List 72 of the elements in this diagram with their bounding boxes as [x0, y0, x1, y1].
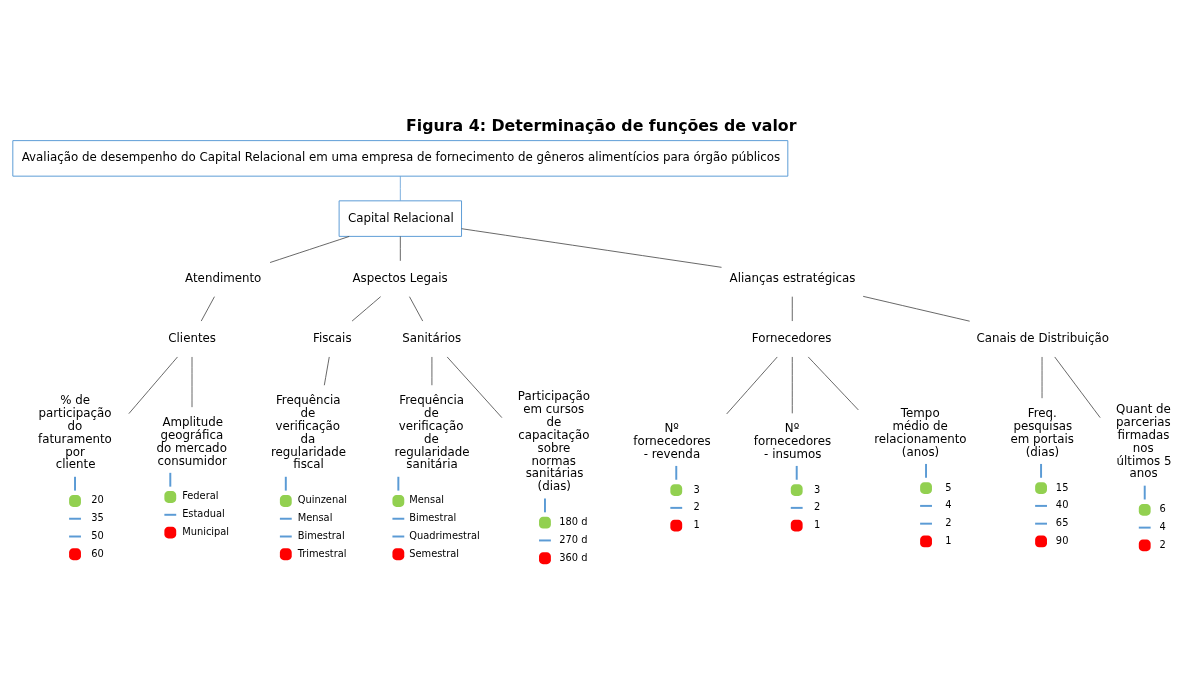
diagram-title: Figura 4: Determinação de funções de valor [406, 115, 797, 135]
node-text: Fiscais [312, 330, 352, 345]
node-label: 20 [91, 493, 104, 505]
connector [351, 295, 381, 321]
node-label: Frequência de verificação de regularidade sanitária [394, 392, 470, 471]
connector [862, 295, 971, 322]
node-label: 360 d [559, 551, 588, 563]
connector [269, 235, 350, 263]
connector [323, 356, 330, 386]
node-label: 65 [1055, 516, 1069, 528]
node-label: Bimestral [297, 529, 345, 541]
node-label: Nº fornecedores - insumos [753, 420, 832, 461]
node-label: 40 [1055, 498, 1069, 510]
connector [409, 295, 424, 321]
node-text: Canais de Distribuição [976, 330, 1110, 345]
node-label: 2 [813, 500, 821, 512]
node-label: Federal [182, 489, 219, 501]
connector [726, 356, 778, 414]
node-label: Freq. pesquisas em portais (dias) [1010, 405, 1074, 459]
node-box: Capital Relacional [338, 199, 463, 237]
node-label: % de participação do faturamento por cliente [38, 392, 112, 471]
connector [200, 295, 215, 321]
node-text: Sanitários [402, 330, 462, 345]
node-label: Mensal [297, 511, 333, 523]
node-label: 3 [813, 483, 821, 495]
node-label: Municipal [182, 525, 230, 537]
connector [1054, 356, 1101, 418]
node-label: 90 [1055, 534, 1069, 546]
connector [446, 356, 503, 418]
connector [128, 356, 178, 414]
node-label: 35 [91, 511, 104, 523]
node-label: 4 [945, 498, 952, 510]
node-label: 5 [945, 481, 952, 493]
node-label: 180 d [559, 515, 588, 527]
node-label: 1 [693, 518, 700, 530]
node-label: Frequência de verificação da regularidade fiscal [271, 392, 347, 471]
node-text: Fornecedores [751, 330, 832, 345]
node-label: 1 [945, 534, 952, 546]
node-text: Clientes [168, 330, 217, 345]
node-label: Estadual [182, 507, 225, 519]
node-text: Atendimento [185, 270, 262, 285]
node-label: Bimestral [409, 511, 457, 523]
node-label: 2 [1159, 538, 1166, 550]
node-label: 15 [1055, 481, 1069, 493]
connector [399, 175, 401, 201]
node-label: 50 [91, 529, 104, 541]
node-label: Mensal [409, 493, 444, 505]
node-label: 2 [693, 500, 700, 512]
node-label: 270 d [559, 533, 588, 545]
node-label: 1 [813, 518, 821, 530]
node-text: Alianças estratégicas [729, 270, 856, 285]
connector [399, 235, 401, 261]
node-label: 2 [945, 516, 952, 528]
node-label: 3 [693, 483, 700, 495]
node-label: Amplitude geográfica do mercado consumidor [156, 414, 227, 468]
node-label: Nº fornecedores - revenda [633, 420, 711, 461]
connector [807, 356, 859, 410]
node-label: Tempo médio de relacionamento (anos) [874, 405, 967, 459]
node-label: 6 [1159, 502, 1166, 514]
node-box: Avaliação de desempenho do Capital Relacional em uma empresa de fornecimento de gêneros alimentícios para órgão públicos [12, 139, 789, 177]
node-label: Trimestral [297, 547, 347, 559]
node-label: Semestral [409, 547, 460, 559]
connector [791, 295, 793, 321]
node-label: 4 [1159, 520, 1166, 532]
node-label: Quant de parcerias firmadas nos últimos 5 anos [1116, 401, 1172, 480]
node-label: Participação em cursos de capacitação sobre normas sanitárias (dias) [517, 388, 590, 493]
node-label: Quadrimestral [409, 529, 480, 541]
connector [791, 356, 793, 414]
node-label: 60 [91, 547, 104, 559]
node-text: Aspectos Legais [352, 270, 448, 285]
connector [461, 227, 722, 268]
node-label: Quinzenal [297, 493, 347, 505]
